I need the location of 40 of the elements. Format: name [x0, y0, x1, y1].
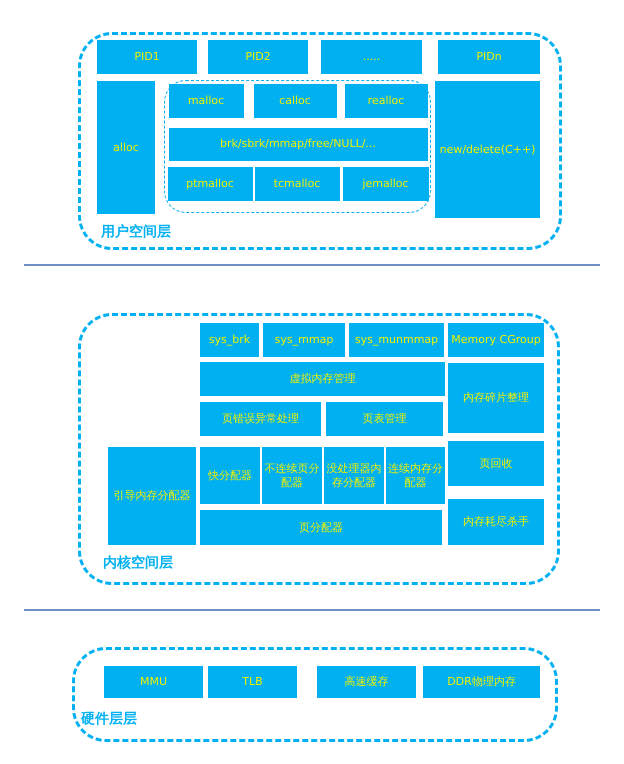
- module-box: PID1: [97, 40, 197, 74]
- module-box: 页回收: [448, 441, 544, 486]
- module-box: sys_mmap: [263, 323, 345, 357]
- module-box: Memory CGroup: [448, 323, 544, 357]
- module-box: 页错误异常处理: [200, 402, 321, 436]
- group-frame: [164, 80, 431, 213]
- module-box: sys_munmmap: [349, 323, 444, 357]
- module-box: realloc: [344, 84, 428, 118]
- layer-title: 硬件层层: [81, 710, 137, 728]
- module-box: PID2: [208, 40, 308, 74]
- module-box: 快分配器: [200, 447, 260, 504]
- module-box: 不连续页分配器: [262, 447, 322, 504]
- module-box: 没处理器内存分配器: [324, 447, 384, 504]
- module-box: 页表管理: [326, 402, 443, 436]
- module-box: 页分配器: [200, 510, 442, 545]
- module-box: calloc: [254, 84, 336, 118]
- layer-title: 用户空间层: [101, 223, 171, 241]
- layer-frame: [78, 32, 562, 250]
- module-box: tcmalloc: [254, 166, 340, 200]
- layer-title: 内核空间层: [103, 554, 173, 572]
- module-box: 引导内存分配器: [108, 447, 196, 545]
- module-box: brk/sbrk/mmap/free/NULL/...: [168, 128, 428, 160]
- module-box: DDR物理内存: [423, 666, 540, 698]
- module-box: 内存碎片整理: [448, 363, 544, 433]
- module-box: ptmalloc: [168, 166, 252, 200]
- module-box: .....: [321, 40, 422, 74]
- module-box: alloc: [97, 81, 155, 214]
- module-box: 连续内存分配器: [386, 447, 445, 504]
- module-box: malloc: [168, 84, 244, 118]
- layer-frame: [72, 647, 558, 742]
- module-box: 内存耗尽杀手: [448, 499, 544, 545]
- module-box: PIDn: [438, 40, 540, 74]
- layer-frame: [78, 313, 560, 585]
- module-box: jemalloc: [342, 166, 428, 200]
- module-box: MMU: [104, 666, 203, 698]
- module-box: 虚拟内存管理: [200, 362, 445, 396]
- module-box: sys_brk: [200, 323, 259, 357]
- module-box: 高速缓存: [317, 666, 416, 698]
- module-box: TLB: [208, 666, 297, 698]
- module-box: new/delete(C++): [435, 81, 540, 218]
